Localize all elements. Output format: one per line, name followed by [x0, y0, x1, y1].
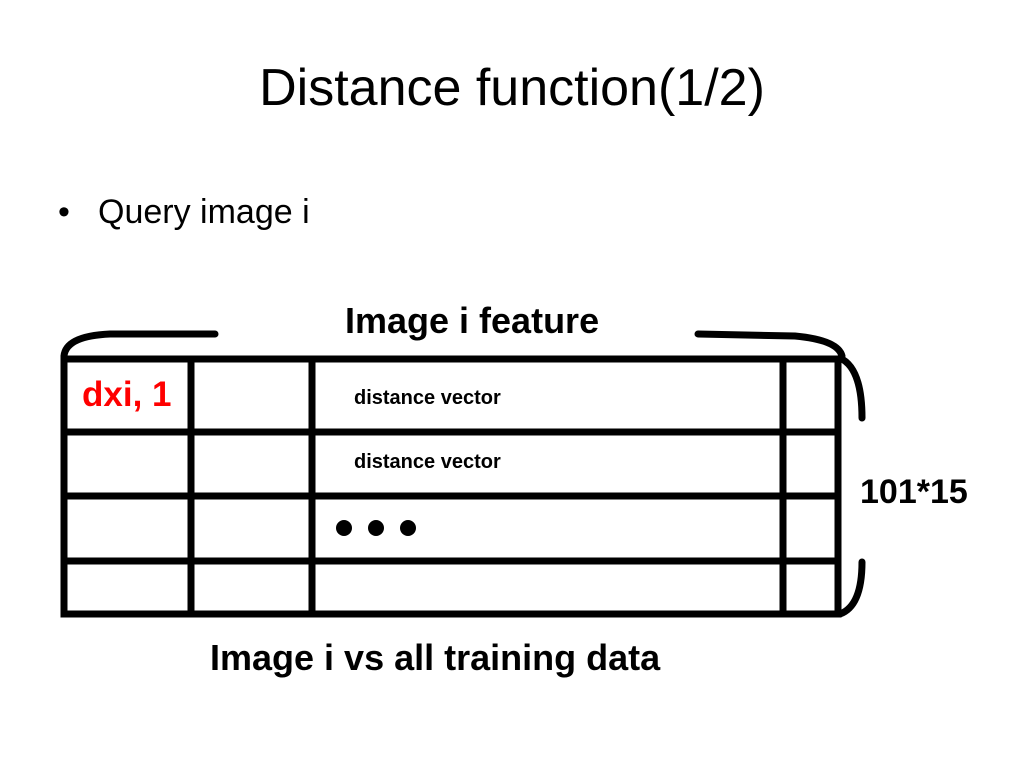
bullet-dot: • [58, 193, 70, 231]
table-frame [60, 355, 842, 618]
ellipsis-dot [336, 520, 352, 536]
bullet-text: Query image i [98, 193, 310, 231]
ellipsis-dot [368, 520, 384, 536]
bottom-label: Image i vs all training data [210, 637, 661, 678]
side-brace-top [836, 354, 866, 422]
top-brace-right [694, 330, 846, 360]
ellipsis-dot [400, 520, 416, 536]
side-brace-bottom [836, 558, 866, 618]
top-label: Image i feature [345, 300, 600, 341]
top-brace-left [60, 330, 219, 360]
row-1-label: distance vector [354, 387, 501, 409]
bullet-item: • Query image i [58, 195, 310, 229]
side-label: 101*15 [860, 473, 968, 511]
first-cell-label: dxi, 1 [82, 375, 172, 414]
row-2-label: distance vector [354, 451, 501, 473]
slide-title: Distance function(1/2) [259, 59, 765, 117]
